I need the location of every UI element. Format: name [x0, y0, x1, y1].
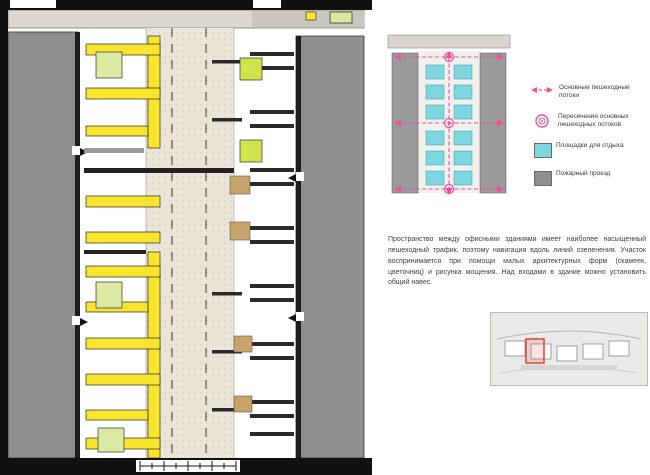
top-road-band [7, 9, 365, 29]
planters-green [95, 51, 263, 453]
legend-item: Пожарный проезд [530, 170, 648, 186]
site-plan-drawing [0, 0, 372, 475]
legend-item-label: Основные пешеходные потоки [559, 84, 630, 100]
flow-intersection-icon [535, 114, 549, 128]
legend-item-label: Площадки для отдыха [556, 141, 624, 149]
key-map-highlight [525, 338, 545, 364]
legend-item-label: Пересечения основных пешеходных потоков [558, 112, 629, 129]
legend: Основные пешеходные потоки Пересечения о… [530, 84, 648, 198]
flow-arrowheads [394, 51, 504, 195]
left-office-building [7, 31, 80, 459]
rest-area-blocks [425, 64, 473, 186]
legend-item: Основные пешеходные потоки [530, 84, 648, 101]
flow-intersection-marks [443, 51, 455, 195]
fire-lane-swatch-icon [534, 170, 552, 186]
legend-item-label: Пожарный проезд [556, 169, 611, 177]
scale-bar [136, 460, 240, 472]
legend-item: Площадки для отдыха [530, 142, 648, 158]
central-paving [145, 28, 235, 458]
key-map-buildings [504, 340, 630, 362]
right-office-building [295, 35, 365, 459]
fire-lane-markings [171, 28, 207, 458]
location-key-map [490, 312, 648, 386]
diagram-top-band [387, 34, 511, 49]
pedestrian-flow-arrow-icon [531, 87, 553, 93]
description-paragraph: Пространство между офисными зданиями име… [388, 236, 646, 287]
key-map-minor-shapes [521, 365, 617, 370]
legend-item: Пересечения основных пешеходных потоков [530, 113, 648, 130]
site-walls [84, 148, 234, 254]
rest-area-swatch-icon [534, 142, 552, 158]
bench-rows [212, 52, 294, 436]
pedestrian-flow-diagram [386, 33, 512, 201]
planters-tan [229, 175, 253, 413]
